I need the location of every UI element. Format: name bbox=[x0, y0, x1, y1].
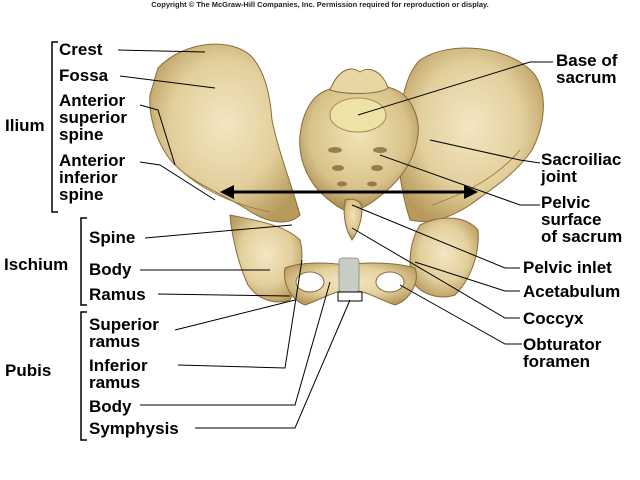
label-anterior-superior-spine: Anterior superior spine bbox=[59, 91, 128, 144]
label-crest: Crest bbox=[59, 40, 103, 59]
label-base-of-sacrum: Base of sacrum bbox=[556, 51, 618, 87]
group-pubis: Pubis bbox=[5, 361, 52, 380]
label-symphysis: Symphysis bbox=[89, 419, 179, 438]
label-inferior-ramus: Inferior ramus bbox=[89, 356, 148, 392]
right-obturator-foramen bbox=[375, 271, 405, 293]
coccyx bbox=[343, 198, 363, 241]
left-ilium bbox=[149, 43, 301, 223]
left-obturator-foramen bbox=[295, 271, 325, 293]
ischium-bracket bbox=[80, 217, 87, 306]
label-acetabulum: Acetabulum bbox=[523, 282, 621, 301]
lumbar-vertebra bbox=[329, 68, 389, 94]
label-ramus: Ramus bbox=[89, 285, 146, 304]
label-pelvic-inlet: Pelvic inlet bbox=[523, 258, 612, 277]
label-fossa: Fossa bbox=[59, 66, 109, 85]
label-pelvic-surface-of-sacrum: Pelvic surface of sacrum bbox=[541, 193, 623, 246]
ilium-bracket bbox=[51, 41, 58, 213]
pubis-bracket bbox=[80, 311, 87, 441]
label-spine: Spine bbox=[89, 228, 136, 247]
label-obturator-foramen: Obturator foramen bbox=[523, 335, 602, 371]
label-ischium-body: Body bbox=[89, 260, 132, 279]
group-ischium: Ischium bbox=[4, 255, 69, 274]
pelvic-inlet-arrow bbox=[220, 185, 478, 199]
label-superior-ramus: Superior ramus bbox=[89, 315, 159, 351]
right-ischium bbox=[409, 217, 479, 298]
label-pubis-body: Body bbox=[89, 397, 132, 416]
group-ilium: Ilium bbox=[5, 116, 45, 135]
sacrum bbox=[299, 83, 419, 213]
pubic-symphysis-cartilage bbox=[338, 257, 360, 293]
copyright-notice: Copyright © The McGraw-Hill Companies, I… bbox=[151, 0, 489, 9]
label-sacroiliac-joint: Sacroiliac joint bbox=[541, 150, 622, 186]
label-anterior-inferior-spine: Anterior inferior spine bbox=[59, 151, 126, 204]
left-ischium bbox=[229, 214, 303, 303]
label-coccyx: Coccyx bbox=[523, 309, 584, 328]
pubic-symphysis-base bbox=[337, 291, 363, 302]
